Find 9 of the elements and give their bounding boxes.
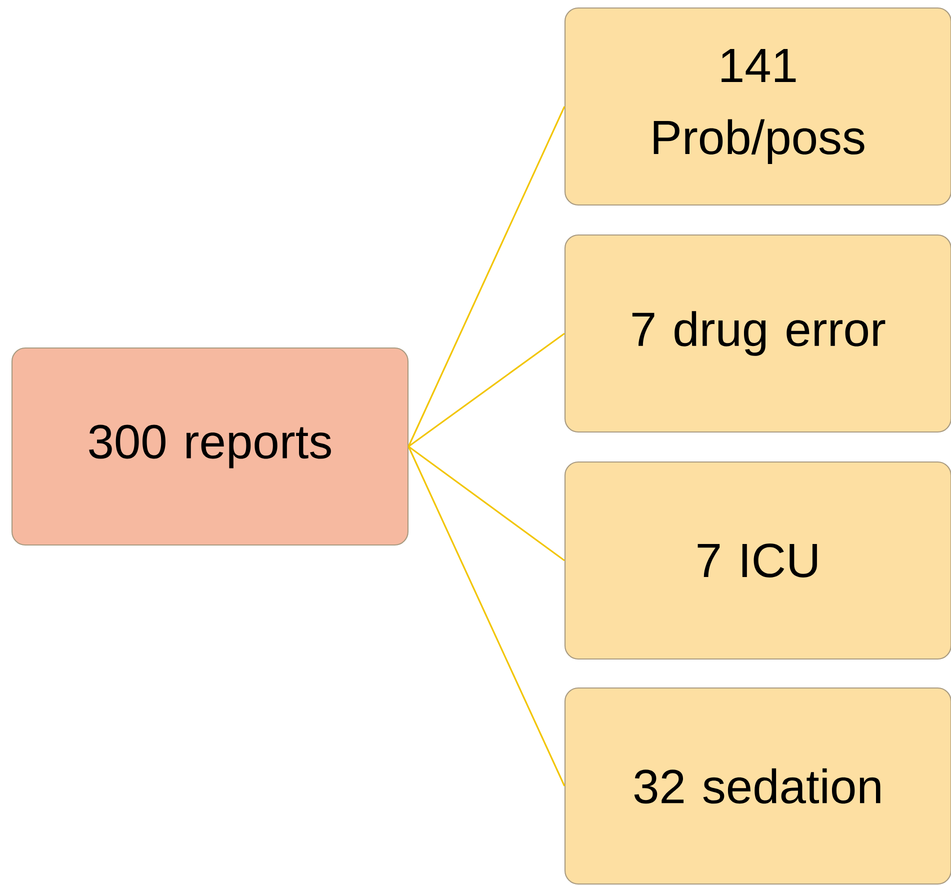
connector-line [408,332,565,448]
category-box: 141 Prob/poss [564,7,951,206]
connector-line [408,446,565,562]
category-box: 7 drug error [564,234,951,433]
category-box: 32 sedation [564,687,951,885]
category-box: 7 ICU [564,461,951,660]
connector-line [408,446,566,786]
source-box: 300 reports [11,347,409,546]
connector-line [408,106,566,447]
